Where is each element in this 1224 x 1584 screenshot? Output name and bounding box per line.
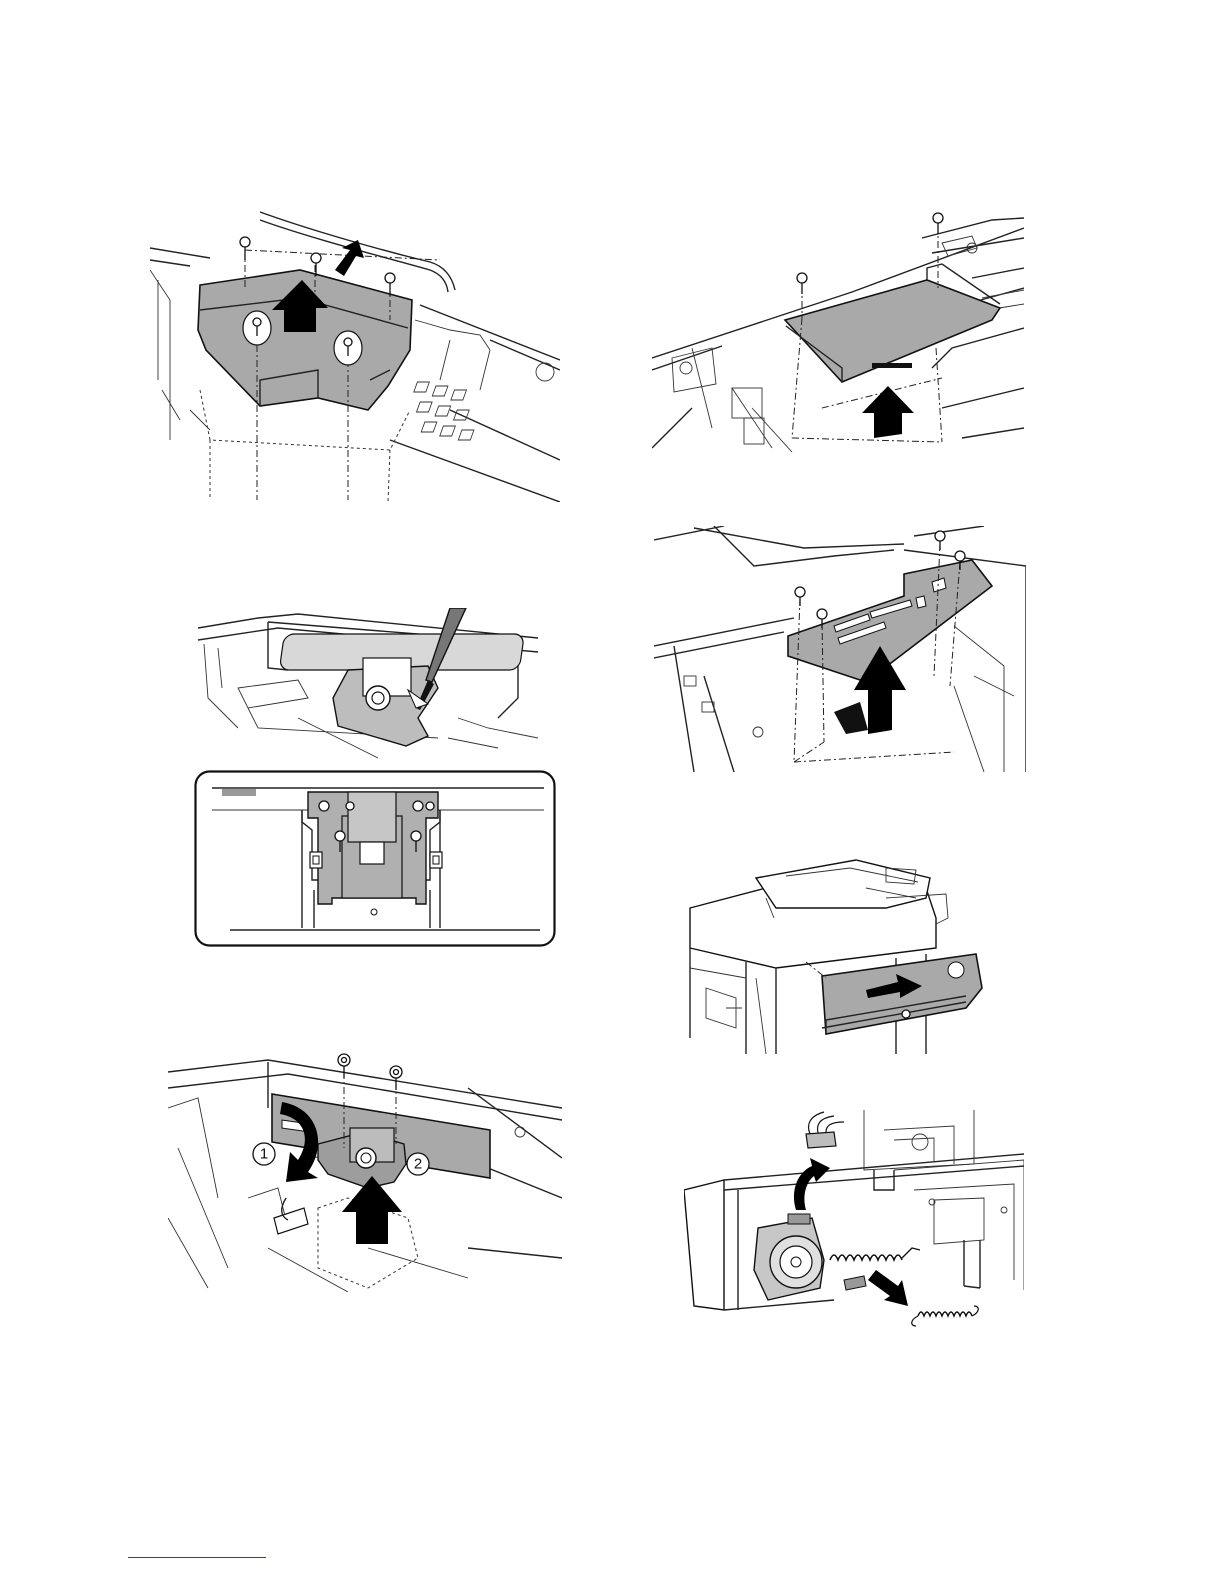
motor-spring-removal-figure <box>684 1110 1024 1336</box>
callout-step-one: 1 <box>260 1146 268 1163</box>
sensor-unit-removal-figure: 1 2 <box>168 1048 562 1292</box>
board-cover-removal-figure <box>652 208 1024 452</box>
sensor-bracket-detail-figure <box>194 770 556 948</box>
footer-rule <box>128 1557 266 1558</box>
pwb-removal-figure <box>654 526 1026 772</box>
cover-removal-figure <box>150 210 560 502</box>
side-cover-removal-figure <box>686 858 986 1054</box>
sensor-bracket-figure <box>198 608 538 766</box>
callout-step-two: 2 <box>414 1156 422 1173</box>
